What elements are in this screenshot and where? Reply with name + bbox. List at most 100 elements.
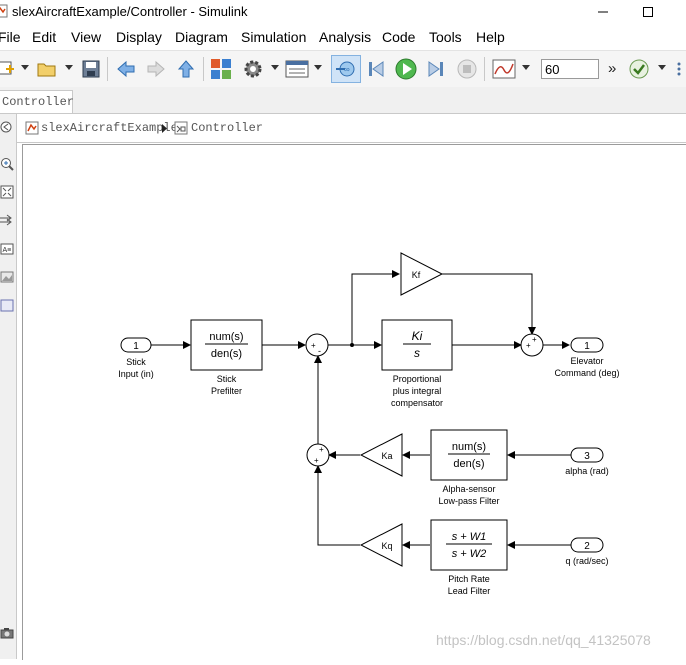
save-icon [82, 60, 100, 78]
kq-gain-block[interactable]: Kq [359, 523, 403, 567]
annotation-icon[interactable]: A≡ [0, 242, 14, 256]
breadcrumb-root[interactable]: slexAircraftExample [41, 121, 178, 135]
debug-button[interactable] [673, 57, 686, 81]
sim-mode-button[interactable]: ∞ [331, 55, 361, 83]
scope-dropdown[interactable] [522, 65, 530, 70]
up-button[interactable] [174, 57, 198, 81]
save-button[interactable] [79, 57, 103, 81]
model-canvas[interactable]: 1 Stick Input (in) num(s) den(s) Stick P… [22, 144, 686, 660]
step-forward-icon [428, 61, 443, 77]
maximize-button[interactable] [637, 2, 659, 22]
new-model-button[interactable] [0, 57, 18, 81]
signal-lines [151, 270, 571, 549]
scope-icon [492, 59, 516, 79]
menu-code[interactable]: Code [382, 29, 416, 45]
arrow-tool-icon[interactable] [0, 214, 14, 228]
inport-number: 1 [133, 341, 139, 352]
breadcrumb-child[interactable]: Controller [191, 121, 264, 135]
step-back-button[interactable] [364, 57, 388, 81]
image-icon[interactable] [0, 270, 14, 284]
window-title: slexAircraftExample/Controller - Simulin… [12, 4, 248, 19]
up-icon [177, 60, 195, 78]
gain-label: Ka [381, 451, 392, 461]
alpha-sensor-filter-block[interactable]: num(s) den(s) Alpha-sensor Low-pass Filt… [430, 429, 508, 506]
hide-browser-icon[interactable] [0, 120, 14, 134]
inport-alpha[interactable]: 3 alpha (rad) [565, 447, 609, 476]
inport-number: 2 [584, 541, 590, 552]
library-browser-icon [211, 59, 231, 79]
sum-block-1[interactable]: + - [305, 333, 329, 357]
block-label: Pitch Rate [448, 574, 490, 584]
scope-button[interactable] [492, 57, 516, 81]
gain-label: Kf [412, 270, 421, 280]
block-diagram: 1 Stick Input (in) num(s) den(s) Stick P… [118, 252, 620, 596]
back-button[interactable] [114, 57, 138, 81]
forward-button[interactable] [144, 57, 168, 81]
title-bar: slexAircraftExample/Controller - Simulin… [0, 0, 686, 24]
model-explorer-button[interactable] [285, 57, 309, 81]
model-advisor-dropdown[interactable] [658, 65, 666, 70]
menu-simulation[interactable]: Simulation [241, 29, 307, 45]
zoom-icon[interactable] [0, 157, 14, 171]
menu-view[interactable]: View [71, 29, 102, 45]
run-icon [395, 58, 417, 80]
library-browser-button[interactable] [209, 57, 233, 81]
outport-label: Elevator [570, 356, 603, 366]
new-model-dropdown[interactable] [21, 65, 29, 70]
back-icon [117, 60, 135, 78]
block-label: Stick [217, 374, 237, 384]
open-button[interactable] [35, 57, 59, 81]
fit-to-view-icon[interactable] [0, 185, 14, 199]
menu-bar: File Edit View Display Diagram Simulatio… [0, 26, 686, 48]
outport-number: 1 [584, 341, 590, 352]
ka-gain-block[interactable]: Ka [359, 433, 403, 477]
maximize-icon [643, 7, 653, 17]
stick-prefilter-block[interactable]: num(s) den(s) Stick Prefilter [190, 319, 263, 396]
inport-label: Input (in) [118, 369, 154, 379]
screenshot-icon[interactable] [0, 626, 14, 640]
toolbar: ∞ 60 » [0, 50, 686, 88]
new-model-icon [0, 61, 14, 75]
sum-sign: + [319, 445, 324, 454]
model-settings-dropdown[interactable] [271, 65, 279, 70]
svg-text:A≡: A≡ [3, 247, 12, 254]
menu-analysis[interactable]: Analysis [319, 29, 372, 45]
menu-tools[interactable]: Tools [429, 29, 462, 45]
outport-elevator-command[interactable]: 1 Elevator Command (deg) [554, 337, 620, 378]
toolbar-overflow-button[interactable]: » [608, 60, 617, 77]
sum-sign: + [526, 341, 531, 350]
menu-display[interactable]: Display [116, 29, 162, 45]
stop-time-input[interactable]: 60 [541, 59, 599, 79]
model-explorer-dropdown[interactable] [314, 65, 322, 70]
sum-sign: + [314, 456, 319, 465]
stop-button[interactable] [455, 57, 479, 81]
menu-diagram[interactable]: Diagram [175, 29, 228, 45]
area-icon[interactable] [0, 298, 14, 312]
sum-sign: + [311, 341, 316, 350]
model-advisor-button[interactable] [627, 57, 651, 81]
block-label: compensator [391, 398, 443, 408]
step-forward-button[interactable] [424, 57, 448, 81]
inport-stick-input[interactable]: 1 Stick Input (in) [118, 337, 154, 379]
kf-gain-block[interactable]: Kf [400, 252, 444, 296]
open-dropdown[interactable] [65, 65, 73, 70]
minimize-button[interactable] [592, 2, 614, 22]
sum-block-2[interactable]: + + [520, 333, 544, 357]
outport-label: Command (deg) [554, 368, 619, 378]
run-button[interactable] [394, 57, 418, 81]
inport-q[interactable]: 2 q (rad/sec) [565, 537, 609, 566]
menu-file[interactable]: File [0, 29, 21, 45]
watermark: https://blog.csdn.net/qq_41325078 [436, 632, 651, 648]
left-palette: A≡ [0, 114, 17, 659]
simulink-app-icon [0, 4, 8, 18]
model-settings-button[interactable] [241, 57, 265, 81]
pitch-rate-lead-filter-block[interactable]: s + W1 s + W2 Pitch Rate Lead Filter [430, 519, 508, 596]
tf-numerator: num(s) [452, 441, 486, 453]
menu-edit[interactable]: Edit [32, 29, 57, 45]
menu-help[interactable]: Help [476, 29, 505, 45]
sum-block-3[interactable]: + + [306, 443, 330, 467]
tf-denominator: den(s) [211, 348, 242, 360]
integral-compensator-block[interactable]: Ki s Proportional plus integral compensa… [381, 319, 453, 408]
tab-controller[interactable]: Controller [0, 90, 74, 113]
branch-point [350, 343, 354, 347]
